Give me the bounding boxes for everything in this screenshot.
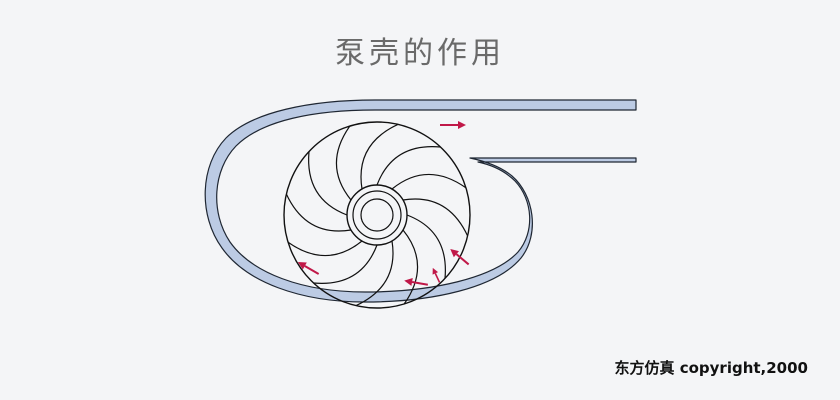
flow-arrow-bottom-center <box>404 278 429 286</box>
flow-arrow-outlet <box>440 121 466 129</box>
impeller-hub-outer <box>346 184 408 246</box>
impeller-blade <box>376 146 441 186</box>
impeller-outer-rim <box>283 121 471 309</box>
impeller-blade <box>287 240 363 257</box>
impeller-blade <box>355 240 394 307</box>
impeller-blade <box>335 125 352 201</box>
impeller-blade <box>360 123 399 190</box>
impeller-blade <box>406 214 446 279</box>
flow-arrow-bottom-right <box>450 249 470 266</box>
impeller-blade <box>308 151 348 216</box>
impeller-blade <box>402 229 419 305</box>
copyright-notice: 东方仿真 copyright,2000 <box>614 359 808 377</box>
flow-arrow-bottom-right-2 <box>432 267 441 283</box>
impeller-blade <box>313 244 378 284</box>
impeller-blades <box>285 123 469 307</box>
flow-arrows <box>297 121 470 286</box>
impeller-hub-middle <box>352 190 402 240</box>
impeller-blade <box>285 193 352 232</box>
impeller <box>283 121 471 309</box>
volute-casing <box>204 99 637 303</box>
diagram-title: 泵壳的作用 <box>335 36 505 71</box>
impeller-shaft <box>360 198 394 232</box>
flow-arrow-bottom-left <box>297 262 320 275</box>
impeller-blade <box>391 173 467 190</box>
impeller-blade <box>402 198 469 237</box>
